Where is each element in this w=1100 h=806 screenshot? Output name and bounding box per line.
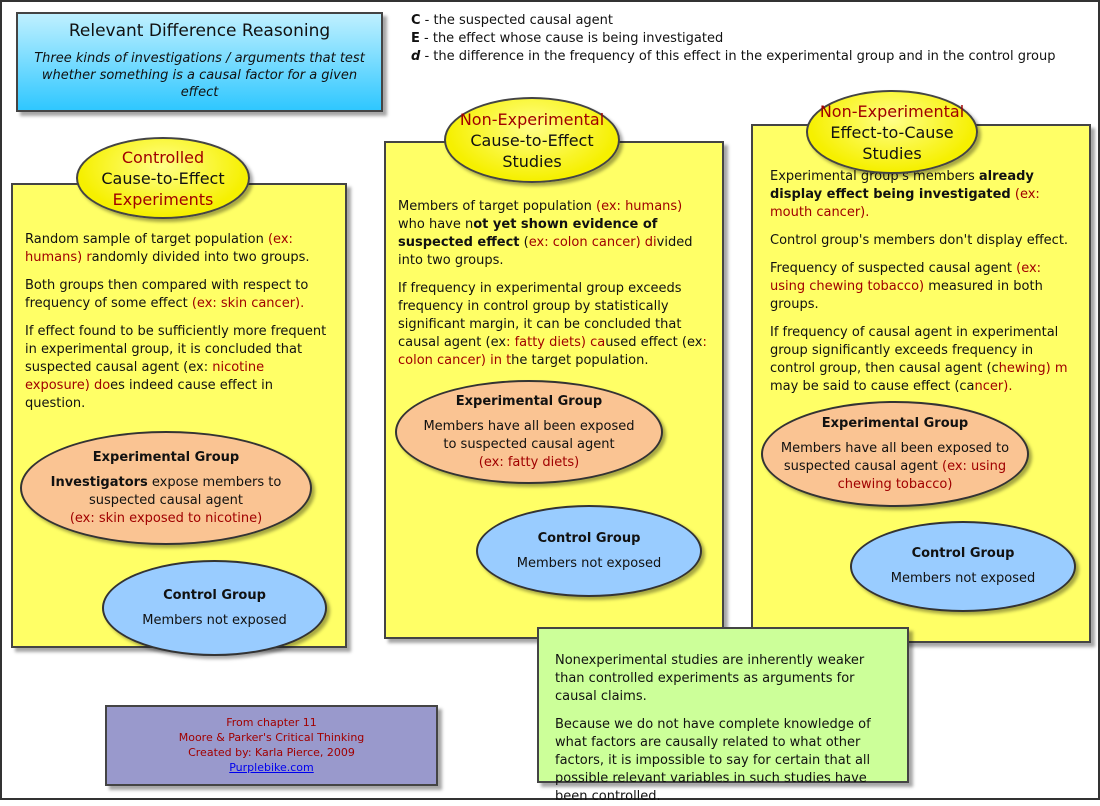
diagram-subtitle: Three kinds of investigations / argument… xyxy=(34,51,365,100)
panel-paragraph: Both groups then compared with respect t… xyxy=(25,278,309,311)
credits-book: Moore & Parker's Critical Thinking xyxy=(178,731,365,744)
legend-item-e: E - the effect whose cause is being inve… xyxy=(411,31,724,46)
note-paragraph: Because we do not have complete knowledg… xyxy=(555,717,871,804)
legend-item-d: d - the difference in the frequency of t… xyxy=(411,49,1056,64)
panel-paragraph: If frequency in experimental group excee… xyxy=(398,281,707,368)
panel-paragraph: Members of target population (ex: humans… xyxy=(398,199,693,268)
header-controlled-experiments: Controlled Cause-to-Effect Experiments xyxy=(76,137,250,219)
panel-paragraph: Control group's members don't display ef… xyxy=(770,233,1069,248)
credits-chapter: From chapter 11 xyxy=(226,716,317,729)
control-group-ellipse: Control Group Members not exposed xyxy=(850,521,1076,612)
panel-paragraph: If effect found to be sufficiently more … xyxy=(25,324,327,411)
experimental-group-ellipse: Experimental Group Investigators expose … xyxy=(20,431,312,545)
legend: C - the suspected causal agent E - the e… xyxy=(411,12,1071,66)
header-nonexperimental-cause-to-effect: Non-Experimental Cause-to-Effect Studies xyxy=(444,97,620,183)
panel-paragraph: If frequency of causal agent in experime… xyxy=(770,325,1068,394)
purplebike-link[interactable]: Purplebike.com xyxy=(229,761,314,774)
credits-author: Created by: Karla Pierce, 2009 xyxy=(188,746,355,759)
experimental-group-ellipse: Experimental Group Members have all been… xyxy=(395,380,663,484)
note-paragraph: Nonexperimental studies are inherently w… xyxy=(555,653,865,704)
panel-paragraph: Experimental group's members already dis… xyxy=(770,169,1040,220)
control-group-ellipse: Control Group Members not exposed xyxy=(476,505,702,597)
title-box: Relevant Difference Reasoning Three kind… xyxy=(16,12,383,112)
header-nonexperimental-effect-to-cause: Non-Experimental Effect-to-Cause Studies xyxy=(806,90,978,174)
experimental-group-ellipse: Experimental Group Members have all been… xyxy=(761,401,1029,507)
note-box: Nonexperimental studies are inherently w… xyxy=(537,627,909,804)
credits-box: From chapter 11 Moore & Parker's Critica… xyxy=(105,705,438,786)
diagram-title: Relevant Difference Reasoning xyxy=(68,21,331,41)
panel-paragraph: Random sample of target population (ex: … xyxy=(25,232,310,265)
control-group-ellipse: Control Group Members not exposed xyxy=(102,560,327,656)
panel-paragraph: Frequency of suspected causal agent (ex:… xyxy=(770,261,1043,312)
legend-item-c: C - the suspected causal agent xyxy=(411,13,614,28)
